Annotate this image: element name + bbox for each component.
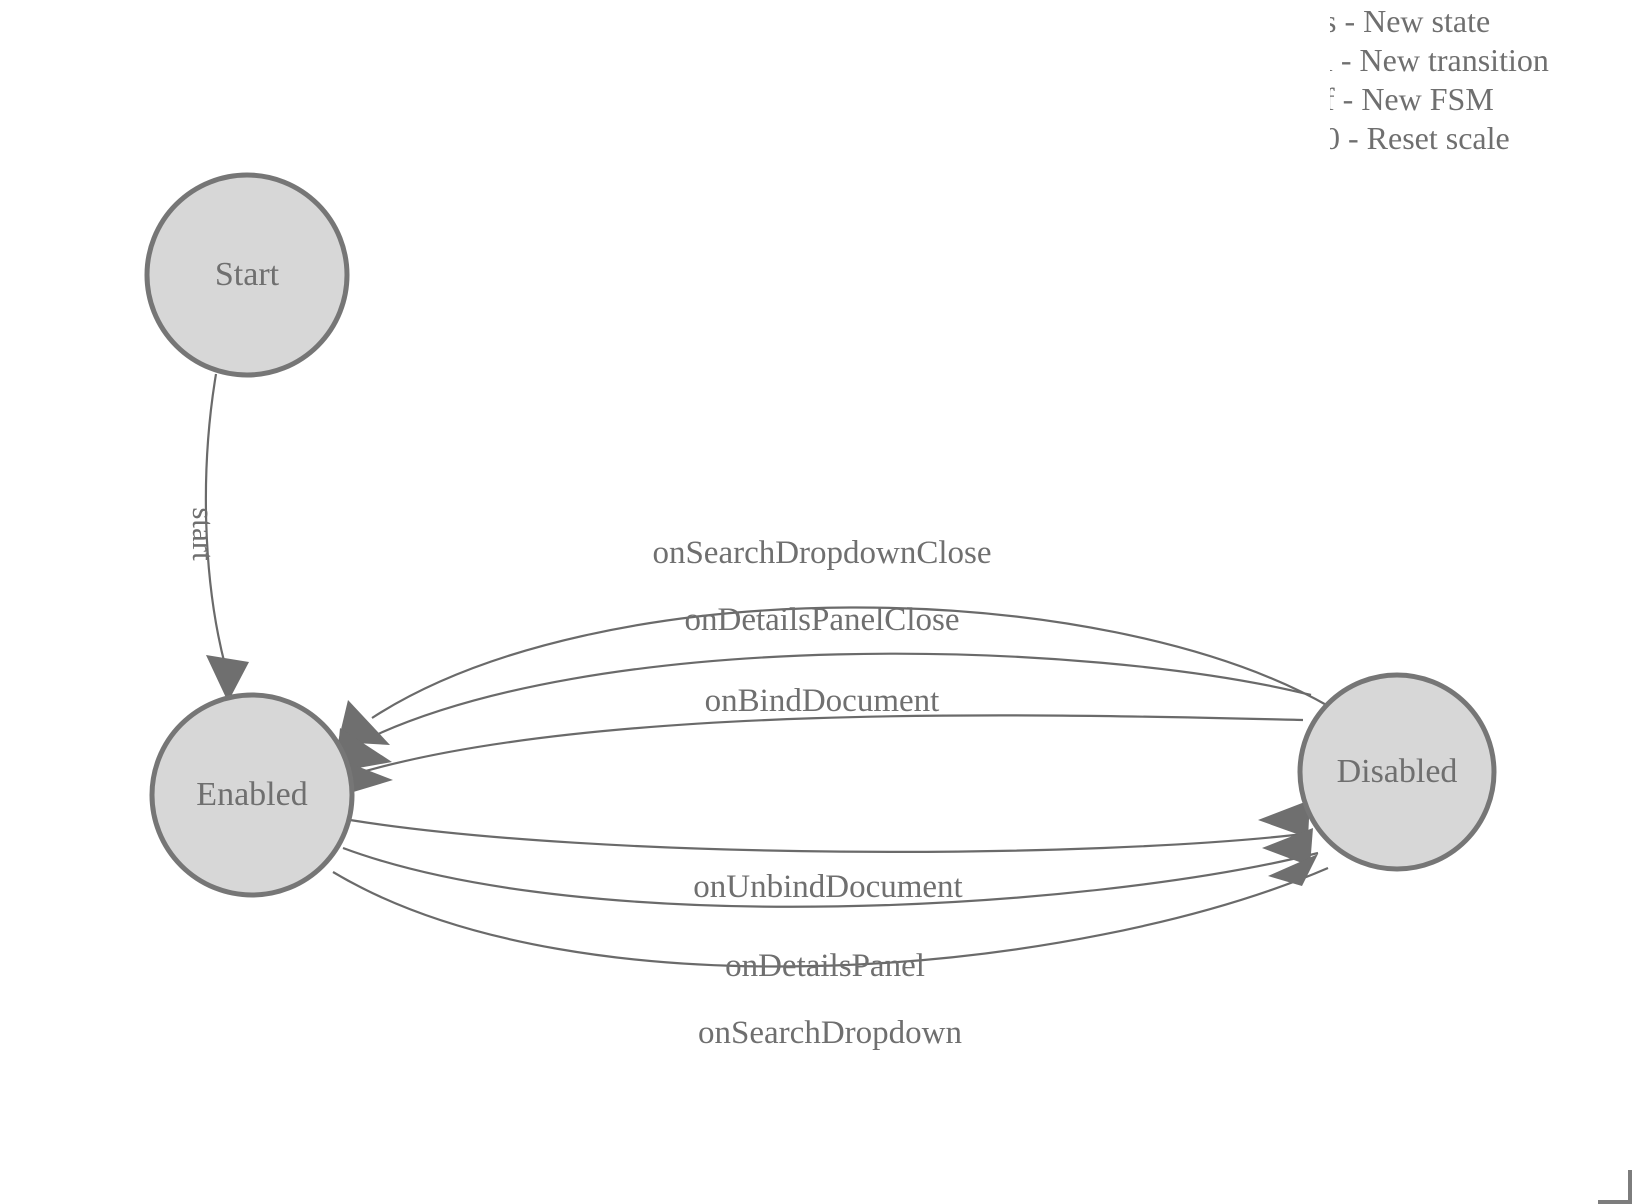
edge-path-searchdropdown[interactable] xyxy=(332,866,1329,968)
arrow-head-searchdropdown xyxy=(1268,854,1318,886)
edge-path-start[interactable] xyxy=(204,373,227,666)
arrow-head-start xyxy=(206,655,249,702)
state-node-enabled[interactable]: Enabled xyxy=(149,692,355,898)
edge-label-searchdropdown: onSearchDropdown xyxy=(698,1015,962,1051)
edge-path-binddocument[interactable] xyxy=(351,714,1304,777)
state-label-disabled: Disabled xyxy=(1337,753,1458,790)
state-circle-disabled[interactable] xyxy=(1297,672,1497,872)
edge-path-detailspanel[interactable] xyxy=(342,846,1319,908)
help-overlay: s - New state l - New transition f - New… xyxy=(1330,2,1632,158)
help-line-new-fsm: f - New FSM xyxy=(1330,81,1494,117)
state-label-start: Start xyxy=(215,256,280,293)
state-label-enabled: Enabled xyxy=(196,776,307,813)
edge-path-searchdropdownclose[interactable] xyxy=(371,606,1331,719)
arrow-head-detailspanel xyxy=(1262,828,1313,866)
help-line-reset-scale: 0 - Reset scale xyxy=(1330,120,1510,156)
edge-path-detailspanelclose[interactable] xyxy=(354,652,1312,746)
help-line-new-state: s - New state xyxy=(1330,3,1491,39)
state-node-start[interactable]: Start xyxy=(144,172,350,378)
edge-label-unbinddocument: onUnbindDocument xyxy=(693,869,962,905)
state-node-disabled[interactable]: Disabled xyxy=(1297,672,1497,872)
edge-path-unbinddocument[interactable] xyxy=(349,818,1313,853)
edge-label-searchdropdownclose: onSearchDropdownClose xyxy=(652,535,991,571)
edge-label-detailspanelclose: onDetailsPanelClose xyxy=(685,602,960,638)
edge-label-detailspanel: onDetailsPanel xyxy=(725,948,925,984)
help-overlay-clip: s - New state l - New transition f - New… xyxy=(1330,2,1632,162)
help-line-new-transition: l - New transition xyxy=(1330,42,1549,78)
arrow-head-unbinddocument xyxy=(1258,800,1310,838)
arrow-head-detailspanelclose xyxy=(336,728,392,772)
edge-label-start: start xyxy=(186,507,221,561)
arrow-head-searchdropdownclose xyxy=(338,700,390,745)
state-circle-enabled[interactable] xyxy=(149,692,355,898)
state-circle-start[interactable] xyxy=(144,172,350,378)
resize-corner-handle[interactable] xyxy=(1598,1170,1632,1204)
edge-label-binddocument: onBindDocument xyxy=(705,683,940,719)
